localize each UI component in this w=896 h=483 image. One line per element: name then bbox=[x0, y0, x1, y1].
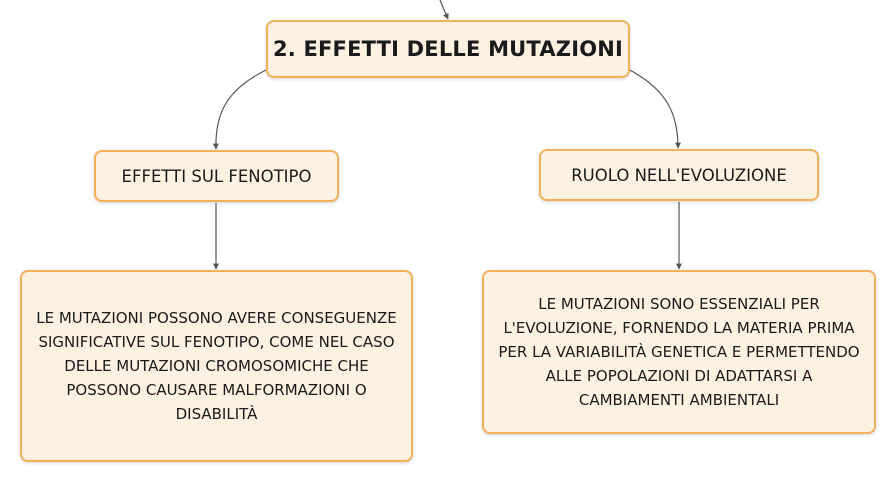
branch-node-fenotipo[interactable]: EFFETTI SUL FENOTIPO bbox=[94, 150, 339, 202]
detail-node-fenotipo[interactable]: LE MUTAZIONI POSSONO AVERE CONSEGUENZE S… bbox=[20, 270, 413, 462]
branch-heading: EFFETTI SUL FENOTIPO bbox=[121, 166, 312, 186]
root-title: 2. EFFETTI DELLE MUTAZIONI bbox=[272, 37, 624, 61]
connector-root-left bbox=[212, 68, 269, 150]
root-node[interactable]: 2. EFFETTI DELLE MUTAZIONI bbox=[266, 20, 630, 78]
branch-heading: RUOLO NELL'EVOLUZIONE bbox=[571, 165, 787, 185]
detail-text: LE MUTAZIONI SONO ESSENZIALI PER L'EVOLU… bbox=[498, 295, 860, 409]
detail-node-evoluzione[interactable]: LE MUTAZIONI SONO ESSENZIALI PER L'EVOLU… bbox=[482, 270, 876, 434]
detail-text: LE MUTAZIONI POSSONO AVERE CONSEGUENZE S… bbox=[36, 309, 397, 423]
connector-root-right bbox=[627, 68, 681, 149]
branch-node-evoluzione[interactable]: RUOLO NELL'EVOLUZIONE bbox=[539, 149, 819, 201]
connector-incoming bbox=[439, 0, 449, 20]
